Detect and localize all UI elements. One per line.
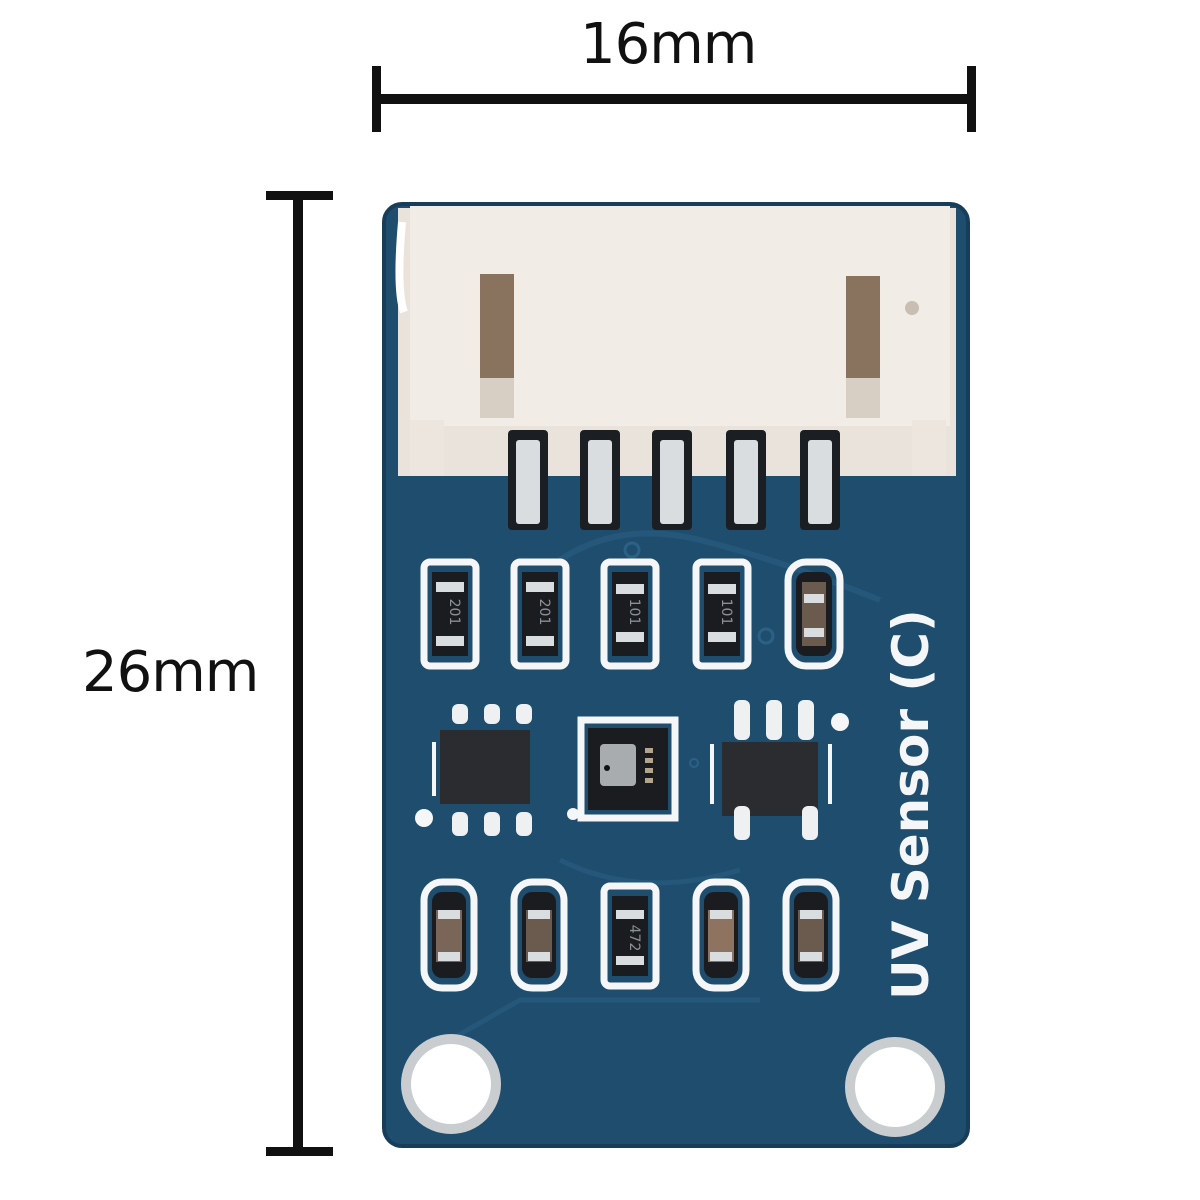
resistor-r5: 472 [600,882,660,990]
ic-right [710,700,849,840]
capacitor-c2 [420,878,478,992]
width-dimension-label: 16mm [580,12,757,77]
resistor-marking: 472 [626,925,642,952]
capacitor-c5 [782,878,840,992]
board-title-silkscreen: UV Sensor (C) [882,609,940,1000]
resistor-marking: 201 [446,599,462,626]
mounting-hole-right [845,1037,945,1137]
height-dimension-line [266,191,333,1156]
height-dimension-label: 26mm [82,640,259,705]
width-dimension-line [372,66,976,132]
top-row-passives: 201 201 101 101 [420,541,844,670]
connector-pins [508,430,840,530]
capacitor-c3 [510,878,568,992]
mounting-hole-left [401,1034,501,1134]
resistor-r2: 201 [510,558,570,670]
resistor-marking: 101 [718,599,734,626]
connector-housing [395,206,956,476]
resistor-marking: 101 [626,599,642,626]
bottom-row-passives: 472 [420,878,840,992]
resistor-r1: 201 [420,558,480,670]
capacitor-c4 [692,878,750,992]
resistor-r3: 101 [600,558,660,670]
capacitor-c1 [784,558,844,670]
uv-sensor-chip [567,716,679,822]
resistor-marking: 201 [536,599,552,626]
ic-left [415,704,532,836]
resistor-r4: 101 [692,558,752,670]
